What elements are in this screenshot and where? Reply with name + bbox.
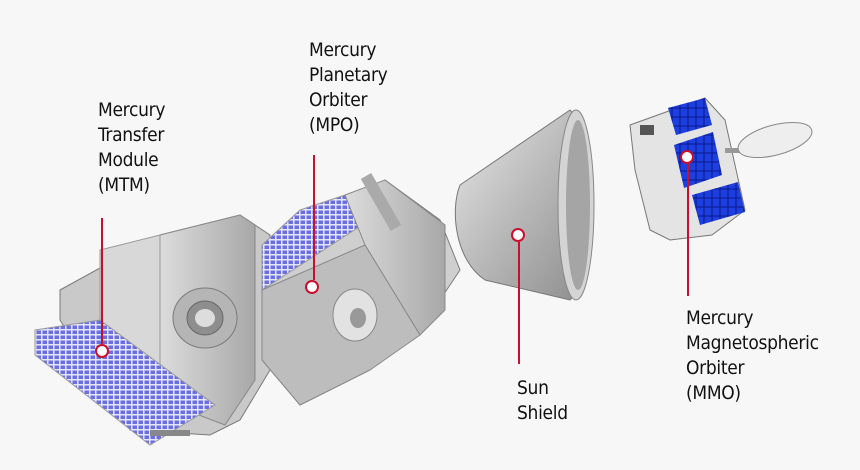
mpo-label: Mercury Planetary Orbiter (MPO) — [309, 38, 388, 138]
mtm-label: Mercury Transfer Module (MTM) — [98, 98, 165, 198]
mpo-label-line: Planetary — [309, 64, 388, 86]
mpo-leader-line — [313, 155, 315, 280]
mpo-module-art — [261, 173, 461, 406]
mmo-label: Mercury Magnetospheric Orbiter (MMO) — [686, 306, 819, 406]
mpo-label-line: Mercury — [309, 39, 377, 61]
mtm-label-line: Mercury — [98, 99, 166, 121]
mpo-label-line: Orbiter — [309, 89, 368, 111]
sun-shield-label-line: Sun — [517, 377, 549, 399]
mtm-leader-line — [101, 218, 103, 344]
mmo-label-line: (MMO) — [686, 382, 741, 404]
mmo-leader-line — [687, 164, 689, 296]
mtm-module-art — [34, 214, 271, 446]
sun-shield-leader-line — [518, 242, 520, 364]
sun-shield-marker-icon — [511, 228, 525, 242]
mpo-label-line: (MPO) — [309, 114, 360, 136]
mtm-label-line: Module — [98, 149, 159, 171]
sun-shield-art — [454, 109, 595, 301]
mmo-label-line: Orbiter — [686, 357, 745, 379]
mmo-module-art — [629, 97, 813, 241]
mtm-label-line: (MTM) — [98, 174, 150, 196]
sun-shield-label-line: Shield — [517, 402, 568, 424]
sun-shield-label: Sun Shield — [517, 376, 568, 426]
mtm-label-line: Transfer — [98, 124, 165, 146]
mmo-label-line: Mercury — [686, 307, 754, 329]
mpo-marker-icon — [305, 280, 319, 294]
mtm-marker-icon — [95, 344, 109, 358]
mmo-marker-icon — [680, 150, 694, 164]
mmo-label-line: Magnetospheric — [686, 332, 819, 354]
